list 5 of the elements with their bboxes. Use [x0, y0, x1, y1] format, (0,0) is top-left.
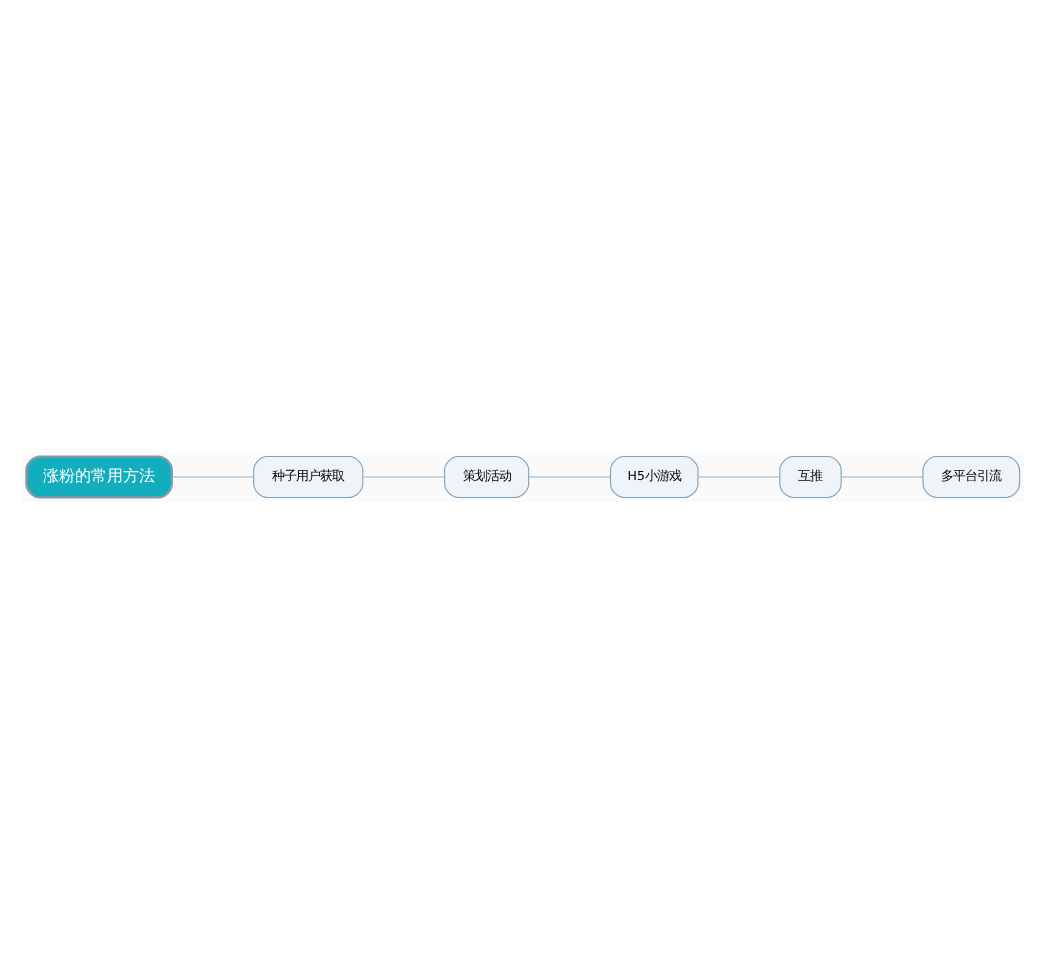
connector — [840, 476, 924, 478]
connector — [171, 476, 254, 478]
connector — [697, 476, 781, 478]
connector — [362, 476, 446, 478]
connector — [528, 476, 611, 478]
